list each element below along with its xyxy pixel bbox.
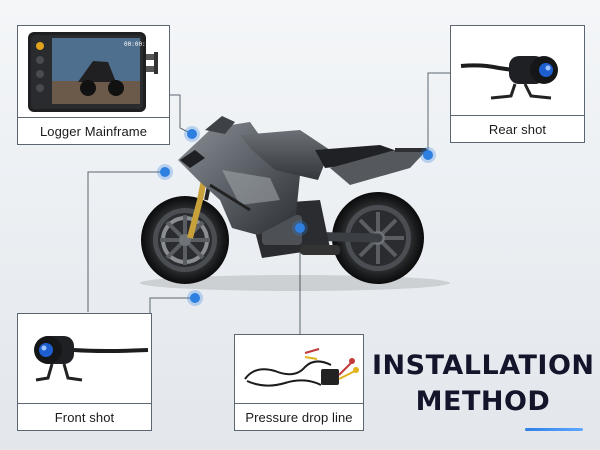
rear-camera-image [451,26,584,116]
front-wheel [141,196,229,284]
pressure-cable-image [235,335,363,404]
heading-line-2: METHOD [415,386,551,417]
logger-screen-time: 00:00:00 [124,41,153,48]
rear-shot-label: Rear shot [451,115,584,142]
front-shot-callout: Front shot [17,313,152,431]
logger-mainframe-callout: 00:00:00 Logger Mainframe [17,25,170,145]
front-mount-dot [190,293,200,303]
rear-location-dot [423,150,433,160]
front-location-dot [160,167,170,177]
logger-location-dot [187,129,197,139]
logger-device-image: 00:00:00 [18,26,169,118]
heading-underline [525,428,583,431]
heading-line-1: INSTALLATION [372,350,595,381]
logger-mainframe-label: Logger Mainframe [18,117,169,144]
pressure-drop-line-callout: Pressure drop line [234,334,364,431]
front-camera-image [18,314,151,404]
pressure-drop-line-label: Pressure drop line [235,403,363,430]
rear-shot-callout: Rear shot [450,25,585,143]
installation-method-heading: INSTALLATION METHOD [372,348,594,420]
front-shot-label: Front shot [18,403,151,430]
pressure-location-dot [295,223,305,233]
